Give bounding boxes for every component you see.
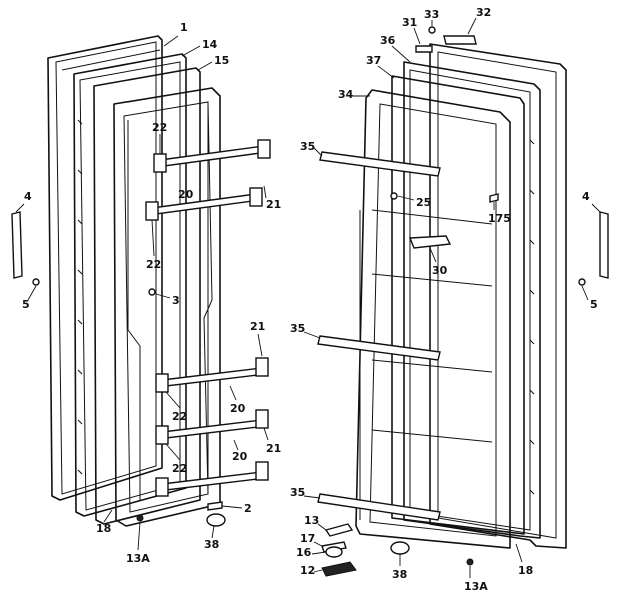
- callout-12: 12: [300, 564, 315, 577]
- callout-34: 34: [338, 88, 354, 101]
- right-hinge-bushing: [466, 558, 474, 566]
- callout-36: 36: [380, 34, 396, 47]
- callout-13A-right: 13A: [464, 580, 488, 593]
- right-door-clip: [489, 193, 499, 203]
- callout-35-bottom: 35: [290, 486, 305, 499]
- callout-15: 15: [214, 54, 229, 67]
- hinge-shim: [415, 45, 433, 53]
- callout-35-top: 35: [300, 140, 315, 153]
- right-upper-shelf-bar: [319, 151, 441, 177]
- left-lower-shelf-1: [155, 357, 269, 393]
- callout-20-lower: 20: [230, 402, 246, 415]
- callout-4-right: 4: [582, 190, 590, 203]
- callout-4-left: 4: [24, 190, 32, 203]
- left-lower-shelf-3: [155, 461, 269, 497]
- callouts: 1 14 15 22 20 21 22 4 5 3 21 20 22 21 20…: [15, 6, 601, 593]
- callout-13: 13: [304, 514, 319, 527]
- right-door-handle: [599, 211, 609, 279]
- callout-5-left: 5: [22, 298, 30, 311]
- left-upper-shelf-1: [153, 139, 271, 173]
- callout-22-top: 22: [152, 121, 167, 134]
- top-hinge-bracket: [443, 35, 477, 45]
- right-middle-shelf-bar: [317, 335, 441, 361]
- left-door-stop: [206, 513, 226, 527]
- right-door-stop: [390, 541, 410, 555]
- callout-5-right: 5: [590, 298, 598, 311]
- left-door-breaker-strip: [93, 67, 201, 525]
- callout-13A-left: 13A: [126, 552, 150, 565]
- right-door-dispenser-cover: [408, 235, 452, 249]
- bottom-hinge: [321, 561, 357, 577]
- callout-1: 1: [180, 21, 188, 34]
- left-door-assembly: [11, 35, 271, 527]
- callout-20-top: 20: [178, 188, 194, 201]
- left-hinge-bushing: [136, 514, 144, 522]
- right-lower-shelf-bar: [317, 493, 441, 521]
- callout-30: 30: [432, 264, 448, 277]
- right-handle-screw: [578, 278, 586, 286]
- left-door-outer-panel: [47, 35, 163, 501]
- left-liner-plug: [148, 288, 156, 296]
- right-door-gasket: [403, 61, 541, 539]
- bottom-hinge-cam: [325, 546, 343, 558]
- callout-20-lowest: 20: [232, 450, 248, 463]
- callout-31: 31: [402, 16, 417, 29]
- callout-21-top: 21: [266, 198, 281, 211]
- left-door-handle: [11, 211, 23, 279]
- left-handle-screw: [32, 278, 40, 286]
- callout-25: 25: [416, 196, 431, 209]
- callout-14: 14: [202, 38, 218, 51]
- callout-2: 2: [244, 502, 252, 515]
- callout-37: 37: [366, 54, 381, 67]
- left-lower-shelf-2: [155, 409, 269, 445]
- right-door-assembly: [317, 26, 609, 577]
- callout-17: 17: [300, 532, 315, 545]
- callout-18-left: 18: [96, 522, 111, 535]
- right-door-liner: [355, 89, 511, 549]
- callout-175: 175: [488, 212, 511, 225]
- callout-22-lower: 22: [172, 410, 187, 423]
- bottom-hinge-plate: [324, 523, 354, 537]
- right-door-breaker-strip: [391, 75, 525, 535]
- right-liner-plug: [390, 192, 398, 200]
- callout-38-right: 38: [392, 568, 407, 581]
- callout-22-mid: 22: [146, 258, 161, 271]
- left-door-gasket: [73, 53, 187, 517]
- right-door-outer-panel: [429, 43, 567, 549]
- callout-21-lower: 21: [250, 320, 265, 333]
- callout-18-right: 18: [518, 564, 533, 577]
- left-door-cam: [207, 501, 223, 511]
- top-hinge-screw: [428, 26, 436, 34]
- callout-32: 32: [476, 6, 491, 19]
- callout-38-left: 38: [204, 538, 219, 551]
- callout-3: 3: [172, 294, 180, 307]
- callout-33: 33: [424, 8, 439, 21]
- callout-35-mid: 35: [290, 322, 305, 335]
- callout-22-lowest: 22: [172, 462, 187, 475]
- callout-21-lowest: 21: [266, 442, 281, 455]
- left-upper-shelf-2: [145, 187, 263, 221]
- callout-16: 16: [296, 546, 312, 559]
